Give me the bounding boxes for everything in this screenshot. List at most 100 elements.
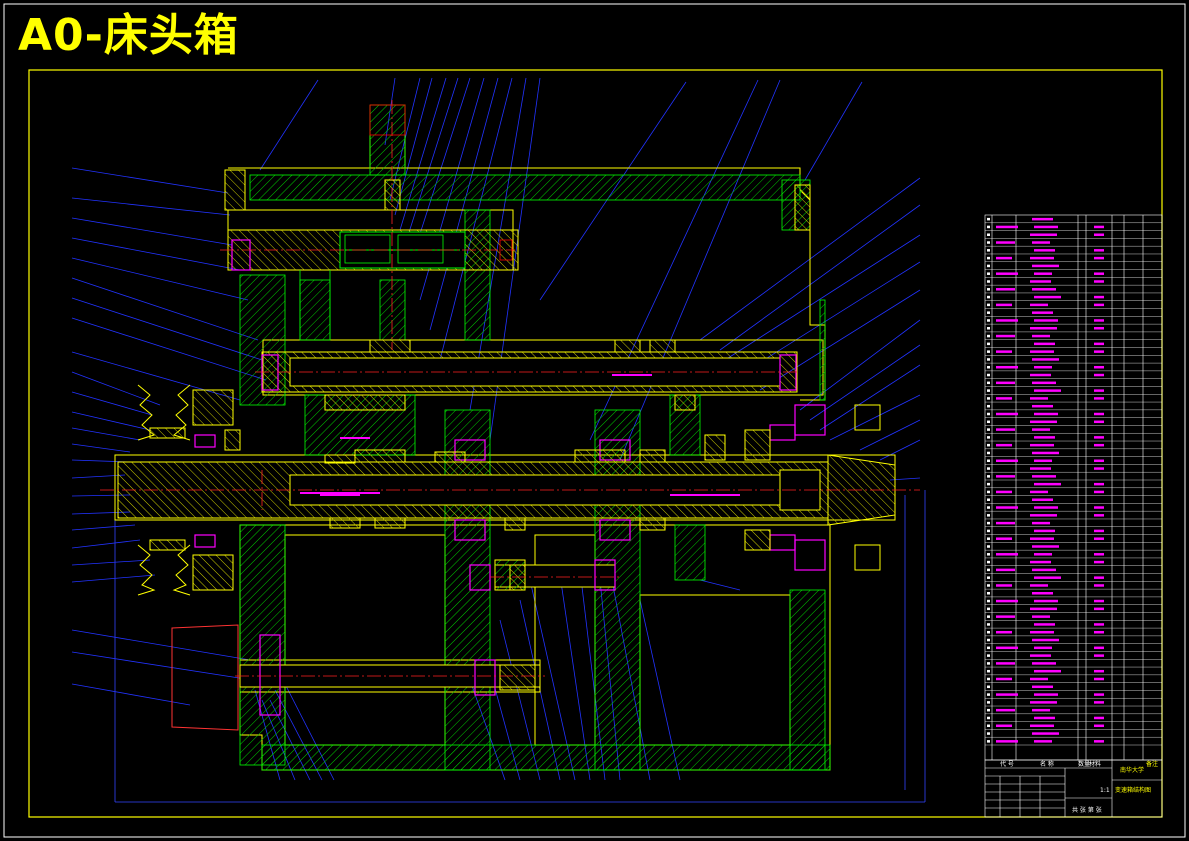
pulley — [137, 384, 234, 596]
parts-row-name-mark — [1032, 521, 1050, 525]
parts-row-name-mark — [1034, 225, 1058, 229]
parts-row-number-mark — [987, 288, 990, 291]
parts-row-material-mark — [1094, 599, 1104, 603]
parts-row-number-mark — [987, 319, 990, 322]
leader-lines-top — [259, 77, 863, 461]
parts-row-number-mark — [987, 373, 990, 377]
parts-row-name-mark — [1030, 327, 1057, 330]
parts-row-code-mark — [996, 303, 1012, 307]
parts-row-number-mark — [987, 404, 990, 408]
parts-row-name-mark — [1032, 685, 1053, 689]
parts-row-number-mark — [987, 529, 990, 533]
parts-row-material-mark — [1094, 490, 1104, 494]
parts-row-name-mark — [1030, 560, 1051, 564]
parts-row-material-mark — [1094, 482, 1104, 486]
parts-row-material-mark — [1094, 443, 1104, 447]
parts-row-name-mark — [1032, 358, 1059, 361]
parts-row-number-mark — [987, 514, 990, 517]
parts-row-name-mark — [1030, 233, 1057, 236]
parts-row-name-mark — [1030, 256, 1054, 260]
parts-row-number-mark — [987, 420, 990, 424]
parts-row-number-mark — [987, 443, 990, 447]
parts-row-code-mark — [996, 334, 1015, 338]
parts-row-name-mark — [1034, 412, 1058, 416]
parts-row-number-mark — [987, 451, 990, 455]
parts-row-material-mark — [1094, 560, 1104, 564]
parts-row-material-mark — [1094, 459, 1104, 463]
parts-row-number-mark — [987, 233, 990, 236]
parts-row-code-mark — [996, 553, 1018, 556]
gears — [149, 169, 811, 691]
parts-row-name-mark — [1034, 506, 1058, 509]
parts-row-name-mark — [1034, 669, 1061, 673]
parts-row-number-mark — [987, 568, 990, 572]
parts-row-name-mark — [1032, 428, 1050, 431]
parts-row-name-mark — [1030, 373, 1051, 377]
parts-row-number-mark — [987, 490, 990, 494]
parts-row-code-mark — [996, 475, 1015, 478]
parts-row-material-mark — [1094, 327, 1104, 330]
parts-row-number-mark — [987, 701, 990, 704]
parts-row-material-mark — [1094, 272, 1104, 275]
parts-row-number-mark — [987, 264, 990, 268]
tb-header-name: 名 称 — [1040, 760, 1054, 768]
parts-row-code-mark — [996, 506, 1018, 509]
parts-row-code-mark — [996, 646, 1018, 650]
tb-header-material: 材料 — [1089, 760, 1101, 768]
parts-row-code-mark — [996, 350, 1012, 353]
parts-row-material-mark — [1094, 630, 1104, 634]
parts-row-code-mark — [996, 599, 1018, 603]
parts-row-name-mark — [1032, 217, 1053, 221]
parts-row-name-mark — [1034, 623, 1055, 626]
parts-row-material-mark — [1094, 233, 1104, 236]
parts-row-name-mark — [1032, 241, 1050, 244]
parts-row-code-mark — [996, 241, 1015, 244]
parts-row-number-mark — [987, 592, 990, 595]
parts-row-number-mark — [987, 545, 990, 548]
tb-school: 南华大学 — [1120, 766, 1144, 774]
parts-row-code-mark — [996, 724, 1012, 728]
parts-row-number-mark — [987, 389, 990, 392]
parts-row-name-mark — [1032, 288, 1056, 291]
parts-row-number-mark — [987, 553, 990, 556]
parts-row-name-mark — [1030, 397, 1048, 400]
parts-row-material-mark — [1094, 365, 1104, 369]
parts-row-name-mark — [1030, 514, 1057, 517]
parts-row-name-mark — [1032, 662, 1056, 665]
parts-row-name-mark — [1030, 584, 1048, 587]
parts-row-code-mark — [996, 319, 1018, 322]
parts-row-material-mark — [1094, 350, 1104, 353]
parts-row-number-mark — [987, 693, 990, 696]
parts-row-material-mark — [1094, 701, 1104, 704]
parts-row-code-mark — [996, 740, 1018, 743]
parts-row-number-mark — [987, 506, 990, 509]
parts-row-name-mark — [1034, 716, 1055, 720]
parts-row-name-mark — [1034, 342, 1055, 346]
parts-row-name-mark — [1034, 482, 1061, 486]
parts-row-number-mark — [987, 334, 990, 338]
parts-row-number-mark — [987, 412, 990, 416]
parts-row-number-mark — [987, 599, 990, 603]
parts-row-name-mark — [1034, 553, 1052, 556]
parts-row-number-mark — [987, 654, 990, 657]
parts-row-name-mark — [1032, 568, 1056, 572]
parts-row-number-mark — [987, 740, 990, 743]
parts-list-rows — [985, 222, 1162, 746]
parts-row-code-mark — [996, 630, 1012, 634]
parts-row-number-mark — [987, 521, 990, 525]
parts-row-name-mark — [1034, 295, 1061, 299]
tb-header-note: 备注 — [1146, 760, 1158, 768]
tb-sheet: 共 张 第 张 — [1072, 806, 1102, 814]
parts-row-name-mark — [1034, 693, 1058, 696]
parts-row-code-mark — [996, 397, 1012, 400]
parts-row-material-mark — [1094, 225, 1104, 229]
parts-row-number-mark — [987, 365, 990, 369]
parts-row-material-mark — [1094, 669, 1104, 673]
parts-row-material-mark — [1094, 256, 1104, 260]
parts-row-name-mark — [1030, 537, 1054, 540]
parts-row-material-mark — [1094, 576, 1104, 579]
parts-row-material-mark — [1094, 654, 1104, 657]
parts-row-name-mark — [1030, 443, 1054, 447]
parts-row-name-mark — [1034, 459, 1052, 463]
parts-row-number-mark — [987, 623, 990, 626]
